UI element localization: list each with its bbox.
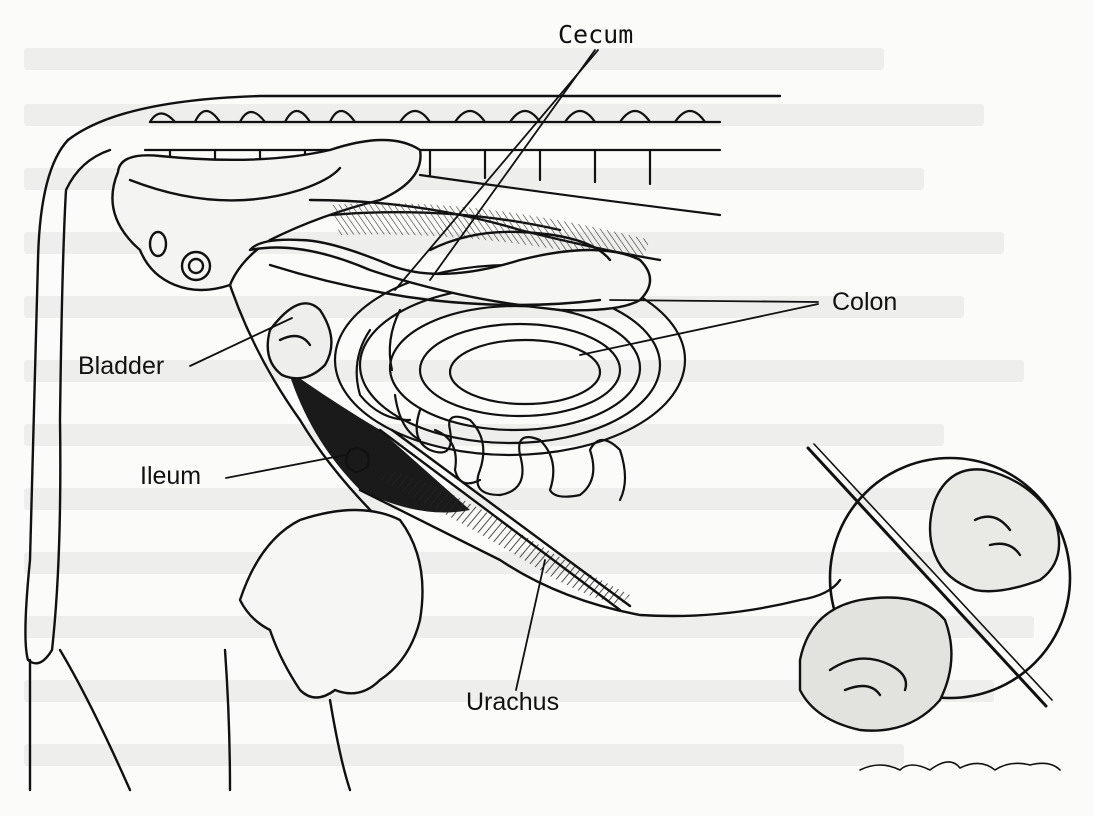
label-bladder: Bladder (78, 354, 164, 379)
leader-ileum (226, 455, 345, 478)
leader-colon-b (580, 304, 818, 355)
hind-leg (30, 650, 130, 790)
label-colon: Colon (832, 290, 897, 315)
cecum (250, 240, 650, 311)
leader-colon-a (610, 300, 818, 302)
artist-signature (860, 762, 1060, 770)
tail (25, 140, 110, 663)
bladder (268, 303, 332, 378)
label-cecum: Cecum (558, 22, 633, 47)
label-urachus: Urachus (466, 690, 559, 715)
back-outline (68, 96, 780, 140)
label-ileum: Ileum (140, 464, 201, 489)
magnified-intestine-upper (930, 469, 1059, 591)
magnified-intestine-lower (800, 598, 951, 731)
udder-leg (240, 510, 423, 698)
leader-urachus (516, 560, 545, 690)
